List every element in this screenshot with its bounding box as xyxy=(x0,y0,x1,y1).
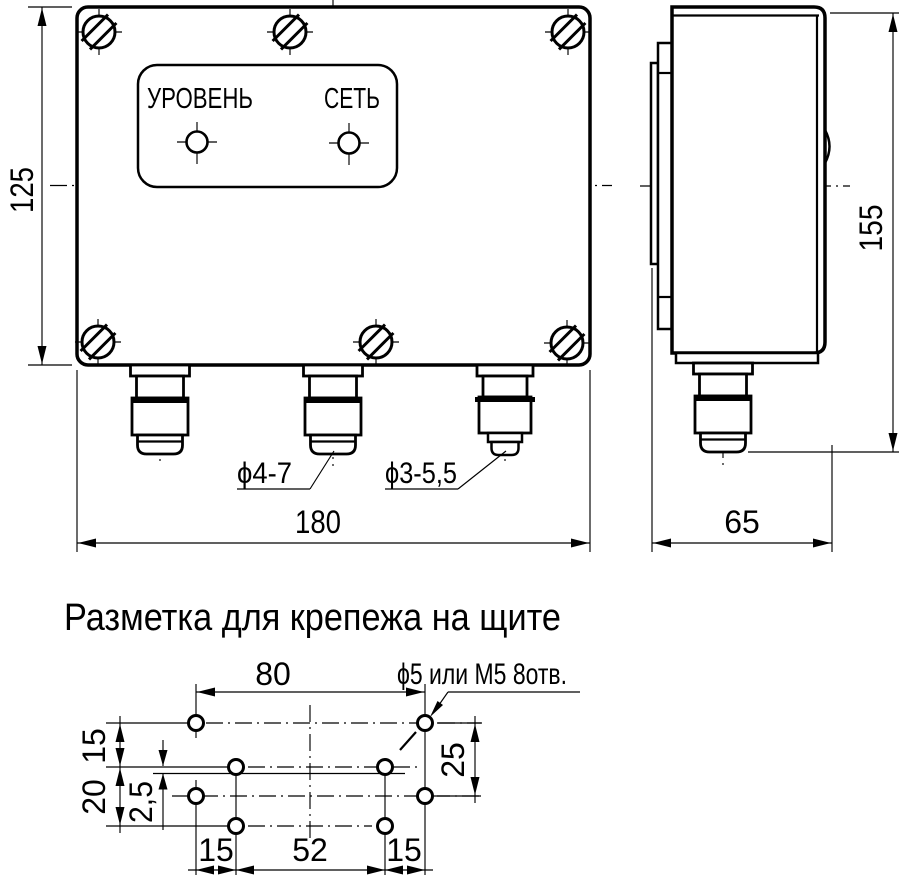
cable-gland xyxy=(475,365,535,455)
side-view: 155 65 xyxy=(640,5,899,552)
dimension-left-chain: 15 20 xyxy=(76,716,125,833)
cable-gland xyxy=(304,365,363,454)
leader-line xyxy=(309,450,335,490)
indicator-plate xyxy=(136,63,399,189)
dim-side-height-label: 155 xyxy=(853,205,889,252)
mounting-hole-icon xyxy=(227,758,245,776)
dim-bottom-left-label: 15 xyxy=(198,832,234,868)
gland-mid-note: ϕ4-7 xyxy=(237,457,292,490)
mounting-hole-icon xyxy=(376,758,394,776)
cable-gland xyxy=(131,365,190,454)
mounting-hole-icon xyxy=(416,787,434,805)
panel-label-power: СЕТЬ xyxy=(324,83,380,115)
dim-bottom-mid-label: 52 xyxy=(292,832,328,868)
dim-bottom-right-label: 15 xyxy=(386,832,422,868)
cable-gland xyxy=(694,363,753,452)
dimension-width: 180 xyxy=(76,370,591,552)
dim-height-label: 125 xyxy=(4,167,40,213)
dimension-top-span: 80 xyxy=(196,656,425,697)
enclosure-side-outline xyxy=(670,5,827,355)
dimension-depth: 65 xyxy=(651,268,833,552)
dim-top-span-label: 80 xyxy=(255,656,291,692)
mounting-layout: Разметка для крепежа на щите 80 xyxy=(64,597,580,875)
dim-right-span-label: 25 xyxy=(435,742,471,778)
leader-line xyxy=(457,450,507,490)
panel-label-level: УРОВЕНЬ xyxy=(147,83,253,115)
dimension-side-height: 155 xyxy=(748,12,899,453)
dimension-right-span: 25 xyxy=(435,716,481,803)
mounting-hole-icon xyxy=(187,787,205,805)
mounting-hole-icon xyxy=(416,714,434,732)
hole-note: ϕ5 или М5 8отв. xyxy=(397,658,580,751)
front-view: УРОВЕНЬ СЕТЬ ϕ4-7 ϕ3-5,5 180 xyxy=(4,0,612,552)
dim-depth-label: 65 xyxy=(724,504,760,540)
dim-width-label: 180 xyxy=(295,504,341,540)
bottom-lip xyxy=(674,351,820,365)
gland-right-note: ϕ3-5,5 xyxy=(385,457,457,490)
latch-bump xyxy=(823,129,831,164)
hole-note-label: ϕ5 или М5 8отв. xyxy=(397,658,567,691)
bracket-inner-plate xyxy=(656,41,674,331)
dim-left-lower-label: 20 xyxy=(76,779,112,815)
dim-left-upper-label: 15 xyxy=(76,728,112,764)
dim-offset-label: 2,5 xyxy=(123,781,159,823)
mounting-hole-icon xyxy=(187,714,205,732)
dimension-bottom-chain: 15 52 15 xyxy=(188,832,433,875)
dimension-offset: 2,5 xyxy=(123,740,168,830)
dimension-height: 125 xyxy=(4,6,72,366)
mounting-title: Разметка для крепежа на щите xyxy=(64,597,561,639)
